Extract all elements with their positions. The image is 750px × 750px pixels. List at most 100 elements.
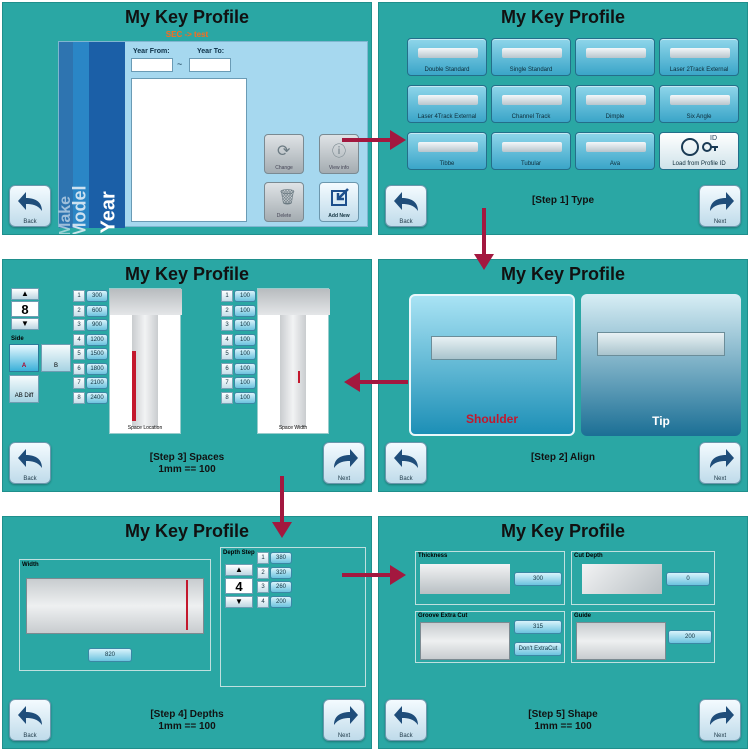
- type-tibbe[interactable]: Tibbe: [407, 132, 487, 170]
- back-button[interactable]: Back: [385, 185, 427, 227]
- back-button[interactable]: Back: [385, 699, 427, 741]
- space-index: 1: [73, 290, 85, 302]
- tip-option[interactable]: Tip: [581, 294, 741, 436]
- year-tab[interactable]: Year: [89, 42, 125, 234]
- year-to-input[interactable]: [189, 58, 231, 72]
- counter-up-button[interactable]: ▲: [11, 288, 39, 300]
- tip-label: Tip: [652, 414, 670, 428]
- year-from-label: Year From:: [133, 48, 170, 55]
- side-ab-diff-button[interactable]: AB Diff: [9, 375, 39, 403]
- guide-value-button[interactable]: 200: [668, 630, 712, 644]
- width-value-button[interactable]: 100: [234, 333, 256, 346]
- space-value-button[interactable]: 2100: [86, 377, 108, 389]
- next-button[interactable]: Next: [699, 185, 741, 227]
- width-index: 2: [221, 304, 233, 317]
- type-laser-4track[interactable]: Laser 4Track External: [407, 85, 487, 123]
- type-dimple[interactable]: Dimple: [575, 85, 655, 123]
- depth-value-button[interactable]: 320: [270, 566, 292, 579]
- type-six-angle[interactable]: Six Angle: [659, 85, 739, 123]
- space-value-button[interactable]: 1800: [86, 362, 108, 375]
- year-list[interactable]: [131, 78, 247, 222]
- space-location-diagram: Space Location: [109, 288, 182, 434]
- groove-value-button[interactable]: 315: [514, 620, 562, 634]
- back-button[interactable]: Back: [9, 442, 51, 484]
- key-blade: [132, 315, 158, 427]
- next-label: Next: [337, 733, 351, 739]
- space-value-button[interactable]: 600: [86, 304, 108, 317]
- make-tab[interactable]: Make: [57, 42, 74, 234]
- model-tab[interactable]: Model: [70, 42, 90, 234]
- depth-value-button[interactable]: 380: [270, 552, 292, 564]
- next-button[interactable]: Next: [699, 699, 741, 741]
- type-single-standard[interactable]: Single Standard: [491, 38, 571, 76]
- type-blank-3[interactable]: [575, 38, 655, 76]
- depth-count-value: 4: [225, 578, 253, 594]
- groove-illustration: [420, 622, 510, 660]
- width-value-button[interactable]: 100: [234, 391, 256, 404]
- type-double-standard[interactable]: Double Standard: [407, 38, 487, 76]
- back-arrow-icon: [18, 706, 42, 725]
- key-icon: [502, 142, 562, 152]
- space-value-button[interactable]: 300: [86, 290, 108, 302]
- shoulder-option[interactable]: Shoulder: [409, 294, 575, 436]
- panel-title: My Key Profile: [500, 264, 626, 284]
- depth-value-button[interactable]: 200: [270, 595, 292, 608]
- width-value-button[interactable]: 820: [88, 648, 132, 662]
- back-label: Back: [23, 733, 37, 739]
- space-value-button[interactable]: 900: [86, 319, 108, 331]
- back-button[interactable]: Back: [9, 185, 51, 227]
- back-label: Back: [23, 219, 37, 225]
- year-from-input[interactable]: [131, 58, 173, 72]
- thickness-value-button[interactable]: 300: [514, 572, 562, 586]
- depth-down-button[interactable]: ▼: [225, 596, 253, 608]
- width-value-button[interactable]: 100: [234, 290, 256, 302]
- width-value-button[interactable]: 100: [234, 377, 256, 389]
- type-laser-2track[interactable]: Laser 2Track External: [659, 38, 739, 76]
- side-b-button[interactable]: B: [41, 344, 71, 372]
- back-arrow-icon: [394, 449, 418, 468]
- back-button[interactable]: Back: [385, 442, 427, 484]
- width-value-button[interactable]: 100: [234, 319, 256, 331]
- space-value-button[interactable]: 1200: [86, 333, 108, 346]
- space-value-button[interactable]: 2400: [86, 391, 108, 404]
- delete-label: Delete: [276, 213, 292, 219]
- space-index: 4: [73, 333, 85, 346]
- back-button[interactable]: Back: [9, 699, 51, 741]
- width-value-button[interactable]: 100: [234, 348, 256, 360]
- depth-value-button[interactable]: 260: [270, 581, 292, 593]
- type-channel-track[interactable]: Channel Track: [491, 85, 571, 123]
- width-index: 5: [221, 348, 233, 360]
- change-button[interactable]: ⟳ Change: [264, 134, 304, 174]
- next-button[interactable]: Next: [699, 442, 741, 484]
- cut-depth-illustration: [582, 564, 662, 594]
- counter-down-button[interactable]: ▼: [11, 318, 39, 330]
- key-icon: [670, 95, 730, 105]
- flow-arrow-right-1: [342, 130, 406, 150]
- type-tubular[interactable]: Tubular: [491, 132, 571, 170]
- next-button[interactable]: Next: [323, 699, 365, 741]
- chevron-up-icon: ▲: [235, 565, 243, 574]
- depth-up-button[interactable]: ▲: [225, 564, 253, 576]
- add-new-button[interactable]: Add New: [319, 182, 359, 222]
- next-button[interactable]: Next: [323, 442, 365, 484]
- load-from-profile-id-button[interactable]: ID Load from Profile ID: [659, 132, 739, 170]
- side-ab-diff-label: AB Diff: [14, 393, 34, 399]
- thickness-area: Thickness 300: [415, 551, 565, 605]
- delete-button[interactable]: 🗑 Delete: [264, 182, 304, 222]
- thickness-label: Thickness: [418, 553, 448, 559]
- width-value-button[interactable]: 100: [234, 362, 256, 375]
- space-index: 6: [73, 362, 85, 375]
- space-value-button[interactable]: 1500: [86, 348, 108, 360]
- key-icon: [418, 48, 478, 58]
- type-ava[interactable]: Ava: [575, 132, 655, 170]
- cut-depth-value-button[interactable]: 0: [666, 572, 710, 586]
- width-value-button[interactable]: 100: [234, 304, 256, 317]
- key-head: [258, 289, 330, 315]
- back-label: Back: [399, 476, 413, 482]
- back-label: Back: [23, 476, 37, 482]
- next-arrow-icon: [334, 449, 358, 468]
- width-index: 6: [221, 362, 233, 375]
- dont-extra-cut-button[interactable]: Don't ExtraCut: [514, 642, 562, 656]
- side-a-button[interactable]: A: [9, 344, 39, 372]
- panel-title: My Key Profile: [500, 7, 626, 27]
